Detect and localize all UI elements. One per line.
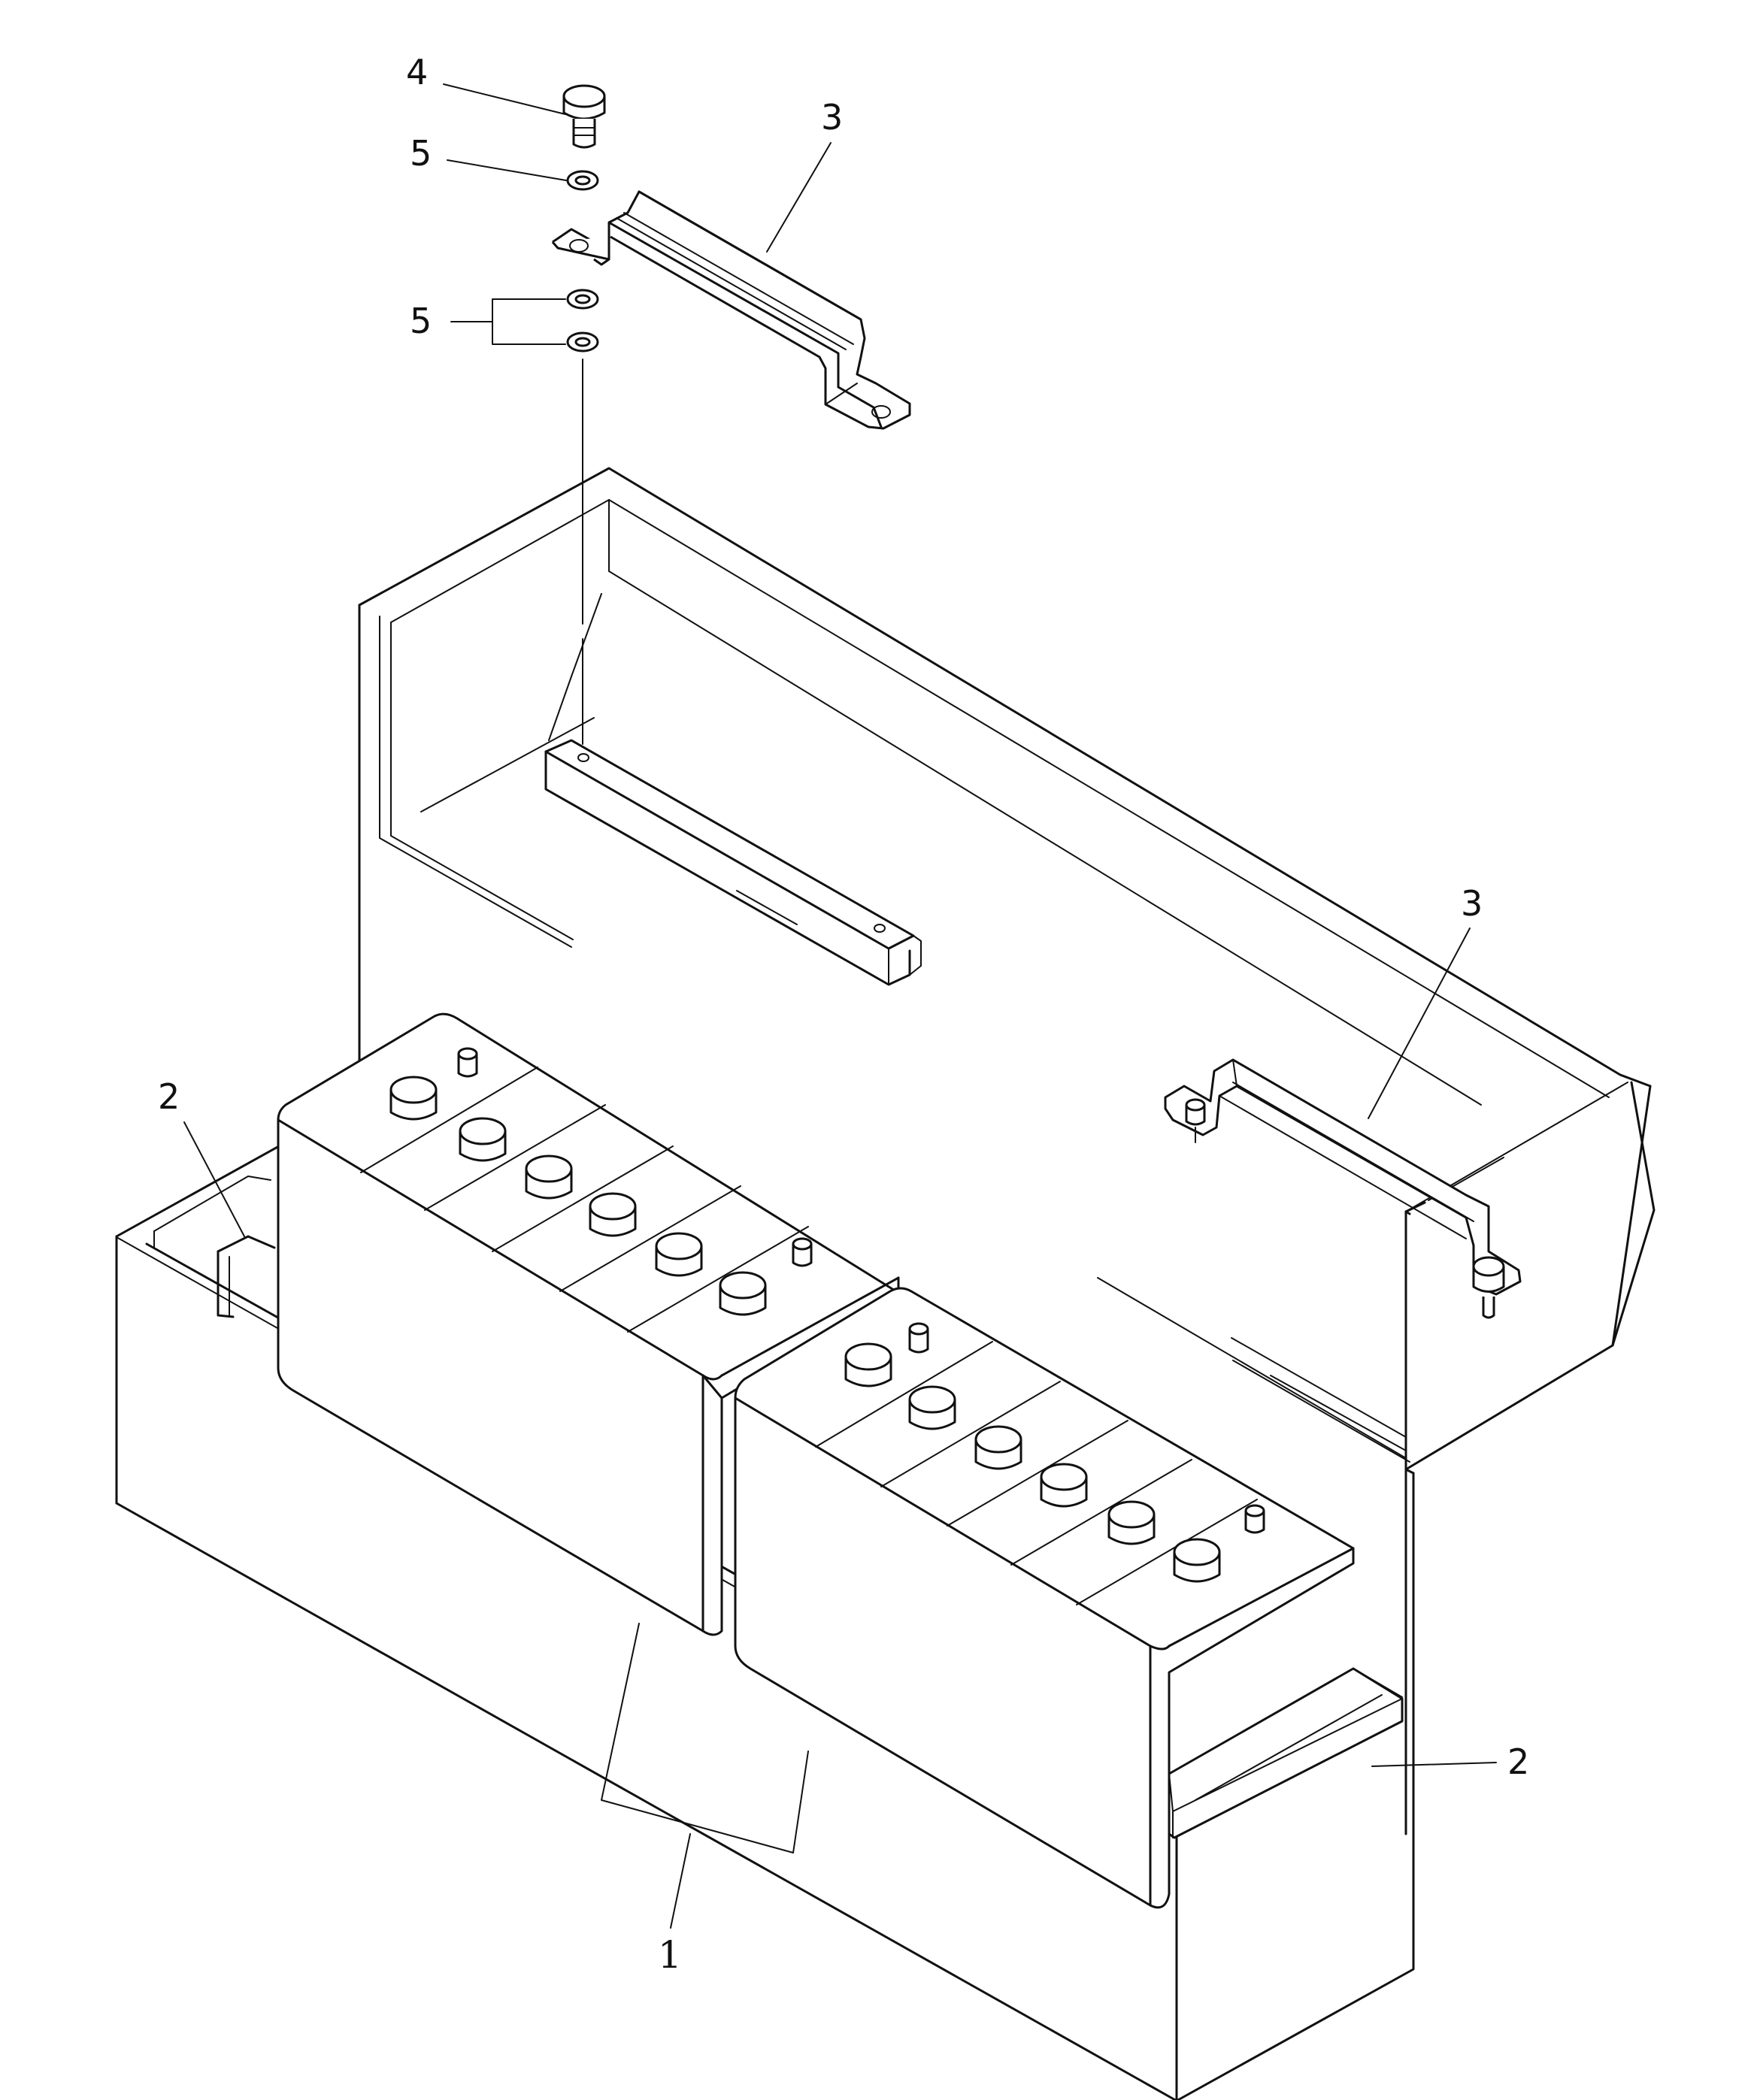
cap — [844, 1342, 892, 1387]
cap — [908, 1385, 956, 1430]
cap — [1107, 1500, 1156, 1545]
cap — [389, 1076, 438, 1121]
hold-down-bar-upper — [551, 190, 911, 430]
battery-pad-left — [217, 1235, 276, 1318]
cap — [459, 1117, 507, 1162]
leader-lines — [183, 83, 1497, 1929]
battery-right — [734, 1287, 1355, 1909]
battery-left — [277, 1012, 900, 1636]
mounting-channel — [544, 593, 922, 986]
bolt-installed — [1472, 1256, 1505, 1319]
cap — [525, 1154, 573, 1200]
washer — [566, 170, 599, 191]
callout-battery-1: 1 — [658, 1933, 682, 1977]
washer — [566, 289, 599, 310]
cap — [589, 1192, 637, 1237]
terminal-post — [792, 1237, 813, 1267]
cap — [974, 1425, 1022, 1470]
callout-pad-2-left: 2 — [158, 1076, 180, 1117]
washer — [566, 331, 599, 353]
callout-bar-3-upper: 3 — [821, 97, 843, 138]
callout-washer-5-pair: 5 — [410, 301, 432, 341]
terminal-post — [1244, 1504, 1265, 1534]
battery-pad-right — [1168, 1667, 1404, 1839]
bolt — [562, 84, 606, 149]
cap — [1040, 1463, 1088, 1508]
callout-pad-2-right: 2 — [1507, 1741, 1529, 1782]
callout-bolt-4: 4 — [406, 52, 428, 92]
callout-bar-3-right: 3 — [1461, 883, 1483, 924]
hold-down-bar-right — [1164, 1058, 1522, 1319]
terminal-post — [908, 1322, 929, 1354]
cap — [1173, 1538, 1221, 1583]
terminal-post — [457, 1047, 478, 1078]
cap — [655, 1232, 703, 1277]
bolt-installed — [1185, 1098, 1206, 1143]
callout-washer-5-top: 5 — [410, 133, 432, 174]
cap — [719, 1271, 767, 1316]
